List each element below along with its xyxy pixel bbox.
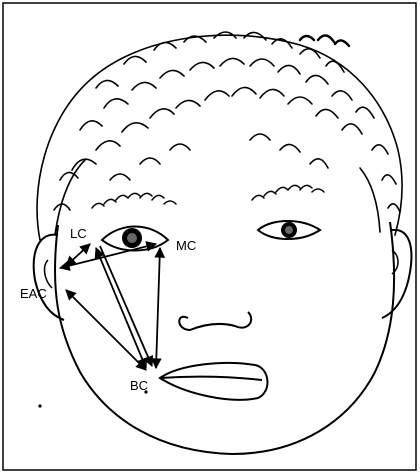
label-eac: EAC: [20, 286, 47, 301]
left-eye: [102, 227, 168, 251]
arrow-mc-bc: [156, 248, 160, 368]
arrow-eac-bc: [66, 290, 146, 370]
left-ear: [34, 235, 64, 320]
eyebrows: [92, 185, 324, 208]
left-ear-inner: [45, 260, 52, 288]
arrow-lc-mc: [100, 246, 152, 366]
hair: [37, 32, 402, 240]
label-lc: LC: [70, 226, 87, 241]
figure-frame: [3, 3, 416, 470]
right-eye: [258, 221, 320, 239]
right-ear: [382, 230, 411, 318]
label-bc: BC: [130, 378, 148, 393]
nose: [179, 312, 251, 330]
mouth: [160, 363, 267, 400]
stray-dot: [38, 404, 41, 407]
label-mc: MC: [176, 238, 196, 253]
arrow-lc-bc: [96, 248, 146, 368]
landmark-arrows: [60, 244, 160, 370]
